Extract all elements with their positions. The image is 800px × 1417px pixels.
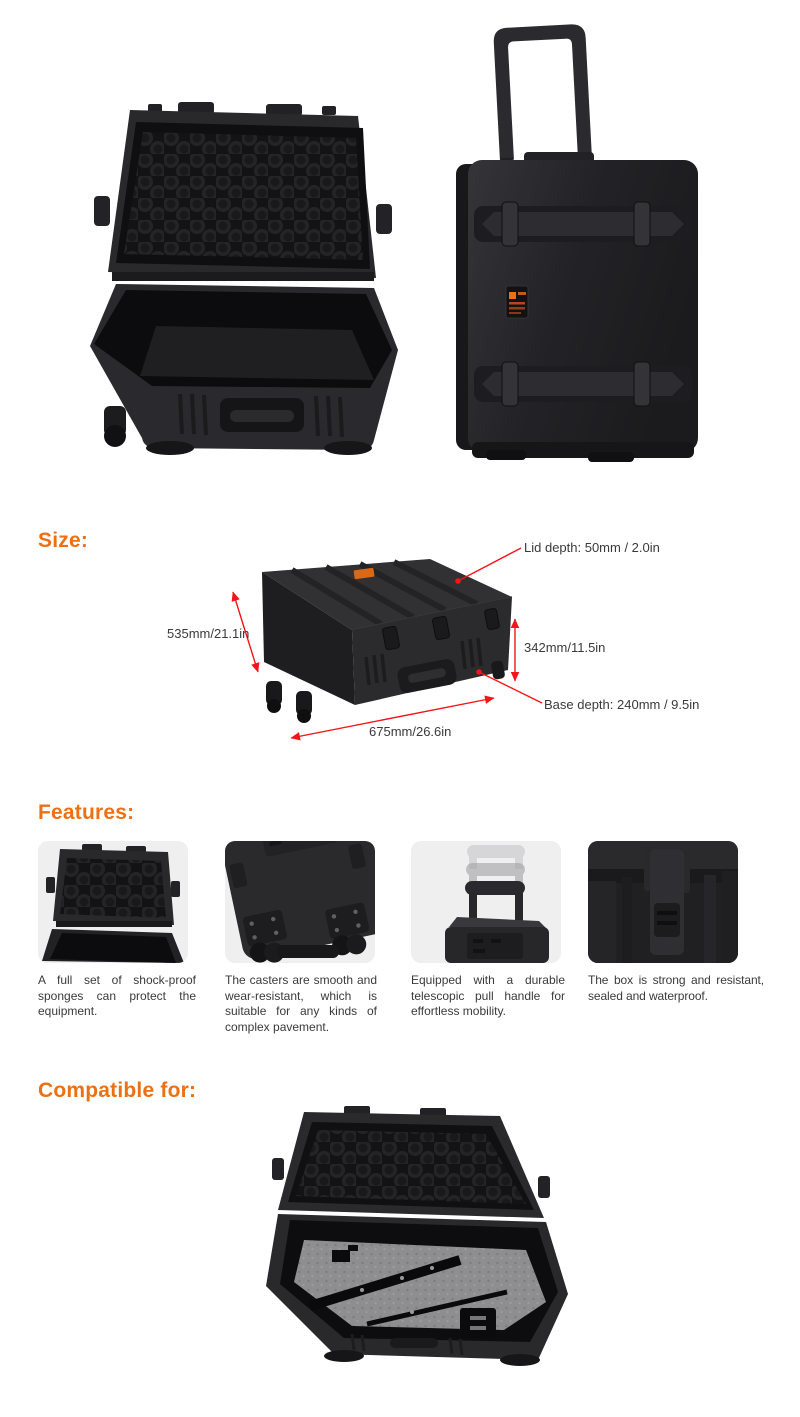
- dimension-label-depth: 535mm/21.1in: [167, 626, 250, 641]
- brand-logo: [353, 567, 375, 580]
- dimension-line-width: [290, 695, 495, 741]
- dimension-line-depth: [231, 591, 260, 673]
- feature-caption: The box is strong and resistant, sealed …: [588, 973, 764, 1003]
- rib-band-top: [474, 201, 692, 247]
- case-body: [456, 160, 698, 462]
- lid-top: [262, 559, 512, 630]
- feature-image-foam: [38, 841, 188, 963]
- handle-ghost: [467, 845, 525, 869]
- rib-band-bottom: [474, 361, 692, 407]
- telescopic-handle: [465, 881, 525, 929]
- hero-image-open-case: [90, 102, 398, 455]
- feature-caption: The casters are smooth and wear-resistan…: [225, 973, 377, 1034]
- caster-wheel: [588, 452, 634, 462]
- side-latch: [376, 204, 392, 234]
- brand-logo: [505, 285, 529, 319]
- foam-insert: [294, 1240, 546, 1330]
- case-lid: [272, 1106, 550, 1218]
- feature-image-latch: [588, 841, 738, 963]
- latch: [382, 625, 400, 651]
- case-base: [266, 1214, 568, 1366]
- lid-foam: [296, 1130, 526, 1204]
- leader-base-depth: [478, 671, 543, 704]
- side-latch: [272, 1158, 284, 1180]
- size-heading: Size:: [38, 529, 89, 552]
- front-face: [352, 597, 512, 705]
- carry-handle: [230, 410, 294, 422]
- compatible-heading: Compatible for:: [38, 1079, 197, 1102]
- compatible-image-open-case-with-tools: [266, 1106, 568, 1366]
- tool-cutouts: [308, 1245, 508, 1338]
- side-latch: [538, 1176, 550, 1198]
- leader-lid-depth: [457, 547, 522, 582]
- case-base: [90, 284, 398, 455]
- closed-case: [262, 559, 513, 723]
- features-heading: Features:: [38, 801, 135, 824]
- case-lid: [94, 102, 392, 281]
- hero-image-trolley-case: [456, 24, 698, 462]
- dimension-lines: [231, 547, 543, 741]
- feature-image-telescopic-handle: [411, 841, 561, 963]
- caster-wheel: [297, 709, 311, 723]
- feature-caption: Equipped with a durable telescopic pull …: [411, 973, 565, 1019]
- latch: [484, 608, 500, 630]
- caster-wheel: [346, 934, 367, 955]
- lid-foam: [60, 858, 166, 918]
- carry-handle: [277, 945, 339, 958]
- feature-caption: A full set of shock-proof sponges can pr…: [38, 973, 196, 1019]
- carry-handle: [397, 659, 457, 693]
- dimension-label-lid-depth: Lid depth: 50mm / 2.0in: [524, 540, 660, 555]
- wheel-bracket: [266, 681, 282, 705]
- caster-wheel: [249, 942, 270, 963]
- dimension-label-base-depth: Base depth: 240mm / 9.5in: [544, 697, 700, 712]
- side-latch: [94, 196, 110, 226]
- dimension-label-width: 675mm/26.6in: [369, 724, 452, 739]
- caster-wheel: [267, 699, 281, 713]
- latch: [644, 847, 690, 955]
- caster-wheel: [104, 425, 126, 447]
- latch: [432, 615, 450, 641]
- dimension-label-height: 342mm/11.5in: [524, 640, 606, 655]
- feature-image-casters: [225, 841, 375, 963]
- size-diagram: [231, 547, 543, 741]
- left-face: [262, 572, 355, 705]
- lid-foam: [124, 132, 363, 260]
- carry-handle: [390, 1338, 438, 1348]
- caster-wheel: [486, 450, 526, 460]
- base-foam: [140, 326, 374, 380]
